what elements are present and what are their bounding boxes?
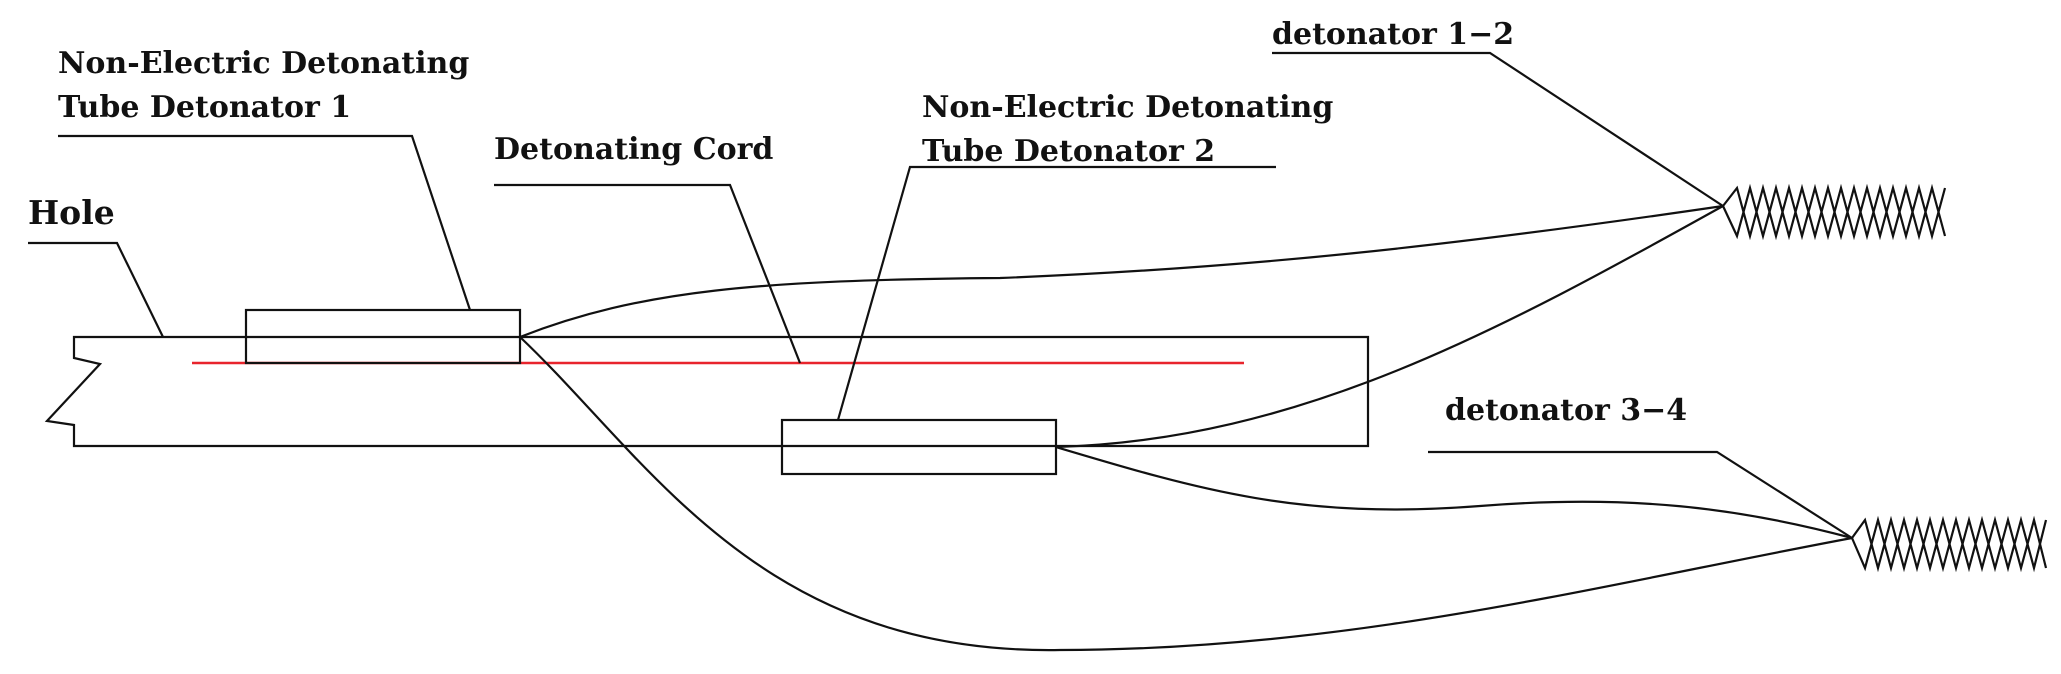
tube-det1-to-bundle-1-2 xyxy=(519,204,1724,339)
tube-det2-to-bundle-1-2 xyxy=(1055,205,1724,449)
label-tube-detonator-2-line2: Tube Detonator 2 xyxy=(922,134,1215,169)
leader-tube-detonator-1 xyxy=(58,134,472,311)
detonator-bundle-1-2 xyxy=(1722,183,1947,241)
tube-det1-to-bundle-3-4 xyxy=(519,336,1853,652)
leader-detonator-3-4 xyxy=(1428,450,1853,539)
leader-detonating-cord xyxy=(494,183,802,364)
label-detonator-3-4: detonator 3−4 xyxy=(1445,393,1687,428)
tube-det2-to-bundle-3-4 xyxy=(1055,445,1853,540)
leader-tube-detonator-2 xyxy=(836,165,1276,421)
label-tube-detonator-2-line1: Non-Electric Detonating xyxy=(922,90,1333,125)
label-detonator-1-2: detonator 1−2 xyxy=(1272,17,1514,52)
label-tube-detonator-1-line1: Non-Electric Detonating xyxy=(58,46,469,81)
detonator-bundle-3-4 xyxy=(1850,515,2048,573)
label-hole: Hole xyxy=(28,193,115,232)
leader-detonator-1-2 xyxy=(1272,51,1724,207)
label-detonating-cord: Detonating Cord xyxy=(494,132,773,167)
hole-outline xyxy=(44,335,1370,448)
leader-hole xyxy=(28,241,164,338)
label-tube-detonator-1-line2: Tube Detonator 1 xyxy=(58,90,351,125)
